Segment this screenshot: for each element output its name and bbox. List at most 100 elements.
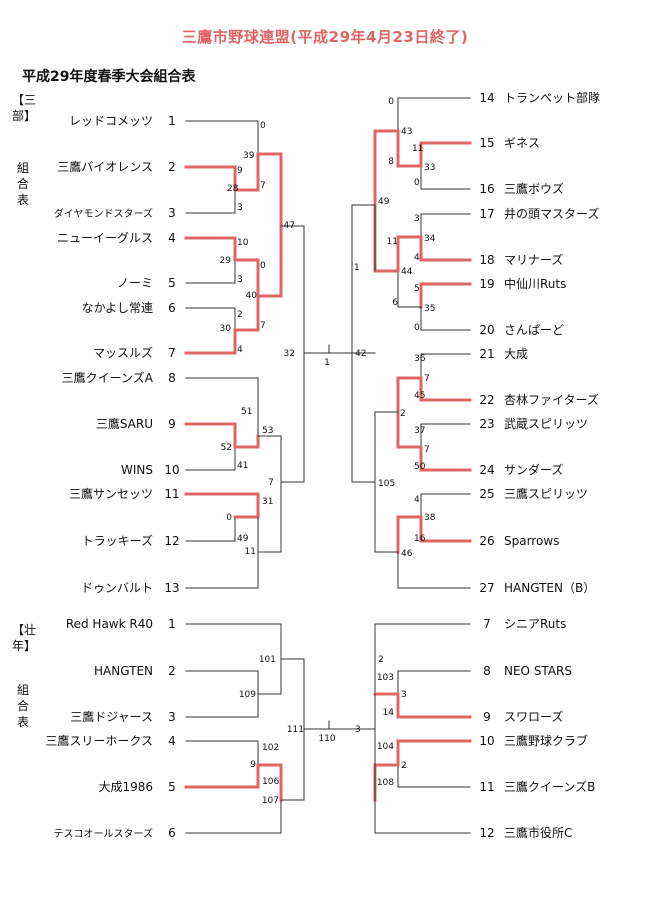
bracket-line xyxy=(351,352,376,483)
score-label: 45 xyxy=(414,391,425,401)
bracket-line-win xyxy=(233,434,260,449)
score-label: 11 xyxy=(245,547,256,557)
score-label: 2 xyxy=(237,310,243,320)
bracket-line-win xyxy=(419,515,472,543)
bracket-line-win xyxy=(419,445,472,472)
team-name: 中仙川Ruts xyxy=(504,276,566,291)
score-label: 28 xyxy=(227,184,239,194)
bracket-line xyxy=(420,213,471,238)
bracket-line xyxy=(397,97,471,132)
team-name: 三鷹バイオレンス xyxy=(57,159,153,174)
score-label: 105 xyxy=(378,479,395,489)
bracket-line xyxy=(397,551,471,589)
score-label: 9 xyxy=(250,760,256,770)
score-label: 53 xyxy=(262,426,273,436)
score-label: 3 xyxy=(237,275,243,285)
score-label: 109 xyxy=(239,690,256,700)
score-label: 14 xyxy=(383,708,395,718)
bracket-line xyxy=(420,423,471,448)
score-label: 3 xyxy=(414,214,420,224)
team-seed: 16 xyxy=(479,182,494,196)
bracket-line xyxy=(397,270,422,308)
score-label: 29 xyxy=(220,256,232,266)
team-name: スワローズ xyxy=(504,709,563,724)
score-label: 0 xyxy=(260,121,266,131)
team-name: マリナーズ xyxy=(504,252,563,267)
team-name: HANGTEN（B） xyxy=(504,581,595,595)
team-name: 大成 xyxy=(504,347,528,361)
bracket-line xyxy=(185,377,259,437)
team-seed: 6 xyxy=(168,826,176,840)
score-label: 8 xyxy=(388,157,394,167)
team-seed: 18 xyxy=(479,253,494,267)
team-seed: 3 xyxy=(168,206,176,220)
team-seed: 8 xyxy=(483,664,491,678)
team-seed: 2 xyxy=(168,664,176,678)
bracket-line-win xyxy=(184,763,260,789)
team-seed: 1 xyxy=(168,114,176,128)
team-name: NEO STARS xyxy=(504,664,572,678)
div3-label-bottom: 組合表 xyxy=(16,161,29,207)
bracket-line xyxy=(257,516,282,553)
section-title: 平成29年度春季大会組合表 xyxy=(22,69,196,85)
team-seed: 10 xyxy=(479,734,494,748)
score-label: 32 xyxy=(284,349,295,359)
score-label: 103 xyxy=(377,673,394,683)
score-label: 101 xyxy=(259,655,276,665)
score-label: 0 xyxy=(414,323,420,333)
team-seed: 15 xyxy=(479,136,494,150)
team-seed: 6 xyxy=(168,301,176,315)
score-label: 0 xyxy=(414,178,420,188)
team-name: 井の頭マスターズ xyxy=(504,206,599,221)
score-label: 107 xyxy=(262,796,279,806)
bracket-line xyxy=(420,165,471,190)
score-label: 7 xyxy=(424,374,430,384)
score-label: 46 xyxy=(401,549,413,559)
score-label: 30 xyxy=(220,324,232,334)
bracket-line-win xyxy=(233,294,260,332)
team-name: 三鷹野球クラブ xyxy=(504,733,588,748)
bracket-line-win xyxy=(396,376,423,414)
team-name: Sparrows xyxy=(504,534,559,548)
team-seed: 8 xyxy=(168,371,176,385)
score-label: 2 xyxy=(378,655,384,665)
team-name: 武蔵スピリッツ xyxy=(504,417,588,431)
bracket-line xyxy=(185,446,236,471)
score-label: 42 xyxy=(355,349,366,359)
bracket-line xyxy=(185,516,236,542)
team-seed: 14 xyxy=(479,91,494,105)
bracket-line xyxy=(185,551,259,589)
bracket-line xyxy=(185,799,282,834)
bracket-line-win xyxy=(256,152,283,228)
team-name: ダイヤモンドスターズ xyxy=(54,207,153,220)
team-name: 三鷹サンセッツ xyxy=(69,486,153,501)
team-name: ギネス xyxy=(504,136,540,150)
bracket-line-win xyxy=(396,235,423,273)
score-label: 106 xyxy=(262,777,279,787)
team-seed: 21 xyxy=(479,347,494,361)
bracket-line-win xyxy=(396,410,423,449)
score-label: 4 xyxy=(414,495,420,505)
team-name: さんぱーど xyxy=(504,323,564,337)
team-seed: 24 xyxy=(479,463,494,477)
team-name: ノーミ xyxy=(117,276,153,290)
team-name: 三鷹スピリッツ xyxy=(504,486,588,501)
score-label: 39 xyxy=(243,151,255,161)
team-name: 三鷹SARU xyxy=(96,416,153,431)
bracket-line-win xyxy=(184,165,237,178)
bracket-line-win xyxy=(256,224,283,298)
team-seed: 3 xyxy=(168,710,176,724)
bracket-line-win xyxy=(419,235,472,262)
bracket-line-win xyxy=(419,376,472,402)
team-name: HANGTEN xyxy=(94,664,153,678)
bracket-line xyxy=(185,670,259,695)
score-label: 31 xyxy=(262,497,273,507)
score-label: 1 xyxy=(324,358,330,368)
bracket-line xyxy=(420,353,471,379)
team-seed: 19 xyxy=(479,277,494,291)
score-label: 47 xyxy=(284,221,295,231)
page-title: 三鷹市野球連盟(平成29年4月23日終了) xyxy=(181,28,469,46)
bracket-line-win xyxy=(233,258,260,298)
bracket-line-win xyxy=(233,152,260,192)
